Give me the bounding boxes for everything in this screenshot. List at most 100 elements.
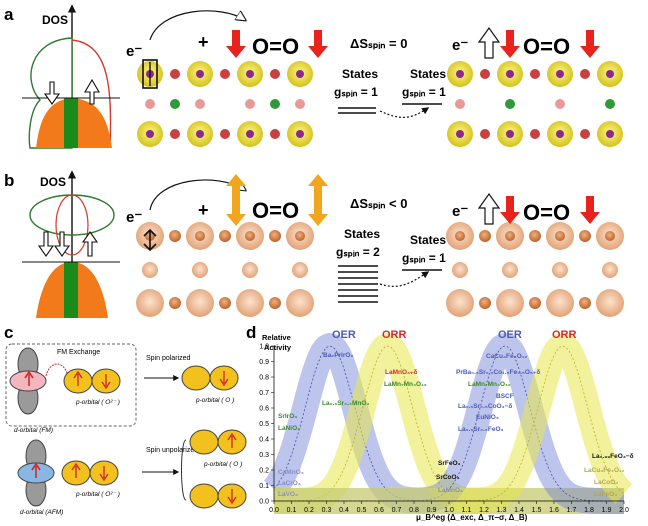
panel-c: c FM Exchange d-orbital (FM) p-orbital (… (4, 323, 247, 516)
material-label: LaCoO₃ (594, 479, 618, 486)
material-label: LaCu₃Fe₄O₁₂ (584, 467, 625, 474)
spin-unpolarized-label: Spin unpolarized (146, 447, 198, 454)
dos-label-b: DOS (40, 175, 66, 189)
delta-spin-a: ΔSₛₚᵢₙ = 0 (350, 36, 408, 51)
material-label: SrIrO₃ (278, 413, 297, 420)
x-tick-label: 1.2 (479, 507, 489, 514)
states-label-b-right: States (410, 233, 446, 247)
p-orbital-o2minus-label: p-orbital ( O²⁻ ) (75, 399, 120, 406)
y-tick-label: 1.0 (259, 344, 269, 351)
orr-label-2: ORR (552, 329, 577, 341)
states-label-b: States (344, 227, 380, 241)
material-label: CaMnO₃ (278, 469, 304, 476)
x-tick-label: 1.0 (444, 507, 454, 514)
y-tick-label: 0.8 (259, 375, 269, 382)
spin-polarized-label: Spin polarized (146, 355, 190, 362)
delta-spin-b: ΔSₛₚᵢₙ < 0 (350, 196, 408, 211)
x-tick-label: 1.3 (497, 507, 507, 514)
x-tick-label: 0.2 (304, 507, 314, 514)
crystal-structure-b-right (446, 222, 624, 317)
hollow-arrow-up-icon (477, 26, 501, 59)
o2-molecule-a-right: O=O (523, 34, 570, 59)
p-orbital-o-label: p-orbital ( O ) (195, 397, 234, 404)
g-spin-label-b-right: gₛₚᵢₙ = 1 (402, 251, 446, 265)
x-axis-label: μ_B^eg (Δ_exc, Δ_π−σ, Δ_B) (416, 513, 528, 522)
p-orbital-o-down-icon (189, 483, 247, 509)
material-label: SrCoO₃ (436, 474, 460, 481)
material-label: PrBa₀.₅Sr₀.₅Co₁.₅Fe₀.₅O₅₊δ (456, 369, 540, 376)
y-tick-label: 0.9 (259, 359, 269, 366)
material-label: LaFeO₃ (594, 491, 617, 498)
material-label: LaCrO₃ (278, 480, 301, 487)
orr-label-1: ORR (382, 329, 407, 341)
x-tick-label: 0.6 (374, 507, 384, 514)
g-spin-label-b: gₛₚᵢₙ = 2 (336, 245, 380, 259)
material-label: BSCF (496, 393, 514, 400)
crystal-structure-a-left (137, 61, 313, 147)
ylabel-line1: Relative (262, 333, 291, 342)
material-label: EuNiO₃ (476, 414, 499, 421)
material-label: LaMn₇Mn₄O₁₂ (384, 381, 427, 388)
x-tick-label: 1.7 (567, 507, 577, 514)
electron-label-a-right: e⁻ (452, 37, 468, 54)
x-tick-label: 1.4 (514, 507, 524, 514)
y-tick-label: 0.5 (259, 421, 269, 428)
panel-b-letter: b (4, 171, 14, 190)
fm-exchange-box (5, 343, 137, 427)
material-label: SrFeO₃ (438, 460, 461, 467)
g-spin-label-a: gₛₚᵢₙ = 1 (334, 85, 378, 99)
x-tick-label: 0.3 (322, 507, 332, 514)
orange-arrow-down-icon (308, 198, 328, 226)
material-label: Ba₂PrIrO₆ (323, 352, 353, 359)
panel-d-letter: d (246, 323, 256, 342)
o2-molecule-b: O=O (252, 198, 299, 223)
material-label: La₀.₆Sr₀.₄MnO₃ (322, 400, 369, 407)
material-label: LaMn₇Mn₄O₁₂ (468, 381, 511, 388)
electron-transfer-arrow-a (149, 10, 245, 41)
y-tick-label: 0.4 (259, 437, 269, 444)
red-arrow-down-icon (580, 196, 600, 224)
p-orbital-o-b-label: p-orbital ( O ) (203, 461, 242, 468)
electron-label-a: e⁻ (126, 43, 142, 60)
x-tick-label: 0.1 (287, 507, 297, 514)
x-tick-label: 0.0 (269, 507, 279, 514)
electron-box-a (142, 59, 158, 89)
material-label: La₀.₅Sr₀.₅FeO₃ (458, 426, 504, 433)
hollow-arrow-up-icon (477, 192, 501, 225)
material-label: LaVO₃ (278, 491, 298, 498)
electron-label-b-right: e⁻ (452, 203, 468, 220)
oer-label-2: OER (498, 329, 522, 341)
x-tick-label: 0.7 (392, 507, 402, 514)
d-orbital-fm-icon (9, 347, 47, 415)
x-tick-label: 1.1 (462, 507, 472, 514)
x-tick-label: 2.0 (619, 507, 629, 514)
x-tick-label: 0.5 (357, 507, 367, 514)
g-spin-label-a-right: gₛₚᵢₙ = 1 (402, 85, 446, 99)
material-label: La₀.₉₉FeO₃−δ (592, 453, 634, 460)
fm-exchange-label: FM Exchange (57, 349, 100, 356)
p-orbital-o-up-icon (189, 429, 247, 455)
y-tick-label: 0.7 (259, 390, 269, 397)
o2-molecule-a: O=O (252, 34, 299, 59)
y-tick-label: 0.1 (259, 483, 269, 490)
x-tick-label: 1.5 (532, 507, 542, 514)
y-tick-label: 0.6 (259, 406, 269, 413)
y-tick-label: 0.3 (259, 452, 269, 459)
panel-b: b DOS (4, 170, 624, 318)
x-tick-label: 1.9 (602, 507, 612, 514)
d-orbital-afm-label: d-orbital (AFM) (20, 509, 63, 516)
p-orbital-o2minus-icon (63, 368, 121, 394)
dos-diagram-a: DOS (22, 4, 120, 149)
p-orbital-o-icon (181, 365, 239, 391)
ylabel-line2: Activity (264, 343, 292, 352)
panel-a-letter: a (4, 5, 14, 24)
red-arrow-down-icon (580, 30, 600, 58)
orange-arrow-down-icon (226, 198, 246, 226)
crystal-structure-b-left (136, 222, 314, 317)
red-arrow-down-icon (226, 30, 246, 58)
electron-label-b: e⁻ (126, 209, 142, 226)
dos-label-a: DOS (42, 13, 68, 27)
panel-d: d Relative Activity 0.0 0.1 0.2 0.3 0.4 0.5 0.… (246, 323, 635, 522)
electron-updown-icon (143, 228, 157, 252)
